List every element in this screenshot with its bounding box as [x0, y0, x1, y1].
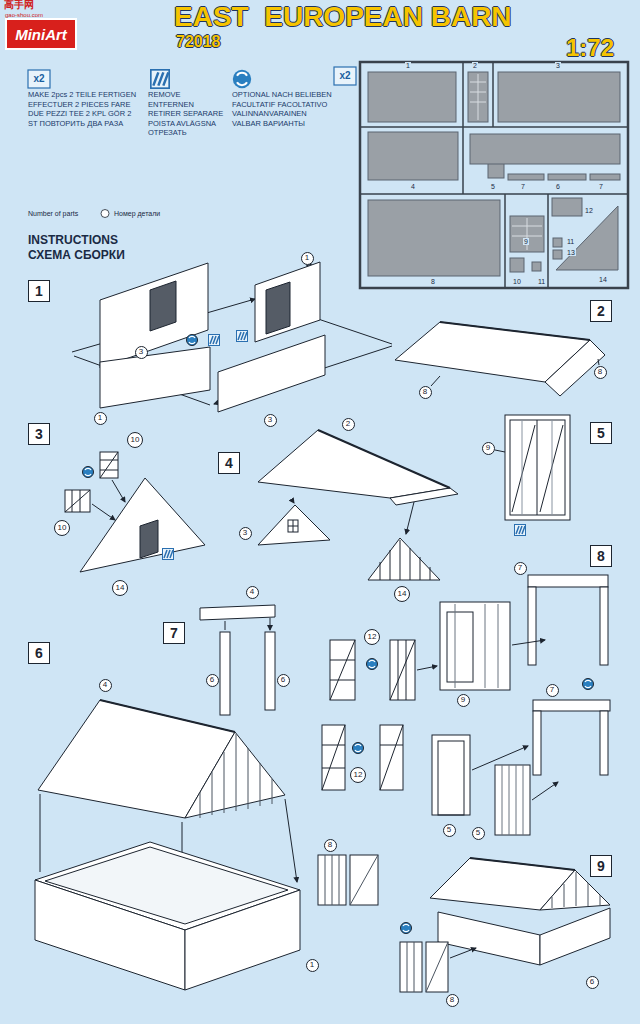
kit-number: 72018: [176, 34, 221, 50]
callout-number: 5: [472, 827, 485, 840]
sprue-number: 7: [520, 183, 526, 190]
callout-number: 14: [112, 580, 128, 596]
sprue-number: 11: [537, 278, 546, 285]
callout-number: 5: [443, 824, 456, 837]
brand-logo: MiniArt: [5, 18, 77, 50]
section-heading: СХЕМА СБОРКИ: [28, 249, 125, 261]
step-number: 5: [590, 422, 612, 444]
callout-number: 1: [301, 252, 314, 265]
callout-number: 3: [135, 346, 148, 359]
legend-text: REMOVE ENTFERNEN RETIRER SEPARARE POISTA…: [148, 90, 228, 138]
callout-number: 8: [446, 994, 459, 1007]
sprue-frame: [360, 62, 628, 288]
step-number-text: 7: [170, 626, 178, 640]
callout-number: 1: [94, 412, 107, 425]
callout-number: 7: [514, 562, 527, 575]
step-number: 7: [163, 622, 185, 644]
step-number: 1: [28, 280, 50, 302]
callout-number: 10: [127, 432, 143, 448]
step-number: 2: [590, 300, 612, 322]
sheet-title: EAST EUROPEAN BARN: [174, 3, 512, 31]
step-number-text: 4: [225, 456, 233, 470]
step-number-text: 8: [597, 549, 605, 563]
callout-number: 8: [594, 366, 607, 379]
icon-text: x2: [334, 67, 356, 85]
step-number-text: 1: [35, 284, 43, 298]
sprue-number: 4: [410, 183, 416, 190]
sprue-number: 3: [555, 62, 561, 69]
note-text: Number of parts: [28, 210, 78, 217]
step-number: 6: [28, 642, 50, 664]
callout-number: 8: [324, 839, 337, 852]
section-heading: INSTRUCTIONS: [28, 234, 118, 246]
callout-number: 7: [546, 684, 559, 697]
scale-text: 1:72: [566, 36, 614, 60]
callout-number: 3: [264, 414, 277, 427]
callout-number: 4: [99, 679, 112, 692]
sprue-number: 11: [566, 238, 575, 245]
legend-text: OPTIONAL NACH BELIEBEN FACULTATIF FACOLT…: [232, 90, 332, 128]
callout-number: 14: [394, 586, 410, 602]
parts-drawing: [35, 262, 610, 992]
callout-number: 6: [206, 674, 219, 687]
sprue-number: 8: [430, 278, 436, 285]
callout-number: 12: [364, 629, 380, 645]
legend-icons: [28, 67, 356, 218]
callout-number: 9: [482, 442, 495, 455]
callout-number: 10: [54, 520, 70, 536]
step-number: 4: [218, 452, 240, 474]
callout-number: 6: [586, 976, 599, 989]
legend-text: MAKE 2pcs 2 TEILE FERTIGEN EFFECTUER 2 P…: [28, 90, 140, 128]
sprue-number: 2: [472, 62, 478, 69]
sprue-number: 14: [598, 276, 608, 283]
callout-number: 12: [350, 767, 366, 783]
callout-number: 3: [239, 527, 252, 540]
step-number-text: 6: [35, 646, 43, 660]
step-number-text: 9: [597, 859, 605, 873]
step-number-text: 3: [35, 427, 43, 441]
sprue-number: 1: [405, 62, 411, 69]
sprue-number: 5: [490, 183, 496, 190]
callout-number: 1: [306, 959, 319, 972]
step-number-text: 2: [597, 304, 605, 318]
step-number: 8: [590, 545, 612, 567]
step-number-text: 5: [597, 426, 605, 440]
callout-number: 8: [419, 386, 432, 399]
icon-text: x2: [28, 70, 50, 88]
step-number: 9: [590, 855, 612, 877]
sprue-number: 13: [566, 249, 576, 256]
step-number: 3: [28, 423, 50, 445]
watermark: gao-shou.com: [5, 12, 43, 18]
sprue-number: 12: [584, 207, 594, 214]
callout-number: 6: [277, 674, 290, 687]
brand-logo-text: MiniArt: [15, 27, 67, 42]
callout-number: 2: [342, 418, 355, 431]
callout-number: 9: [457, 694, 470, 707]
sprue-number: 10: [512, 278, 522, 285]
callout-number: 4: [246, 586, 259, 599]
sprue-number: 9: [523, 238, 529, 245]
watermark: 高手网: [4, 0, 34, 10]
note-text: Номер детали: [114, 210, 160, 217]
sprue-number: 6: [555, 183, 561, 190]
sprue-number: 7: [598, 183, 604, 190]
